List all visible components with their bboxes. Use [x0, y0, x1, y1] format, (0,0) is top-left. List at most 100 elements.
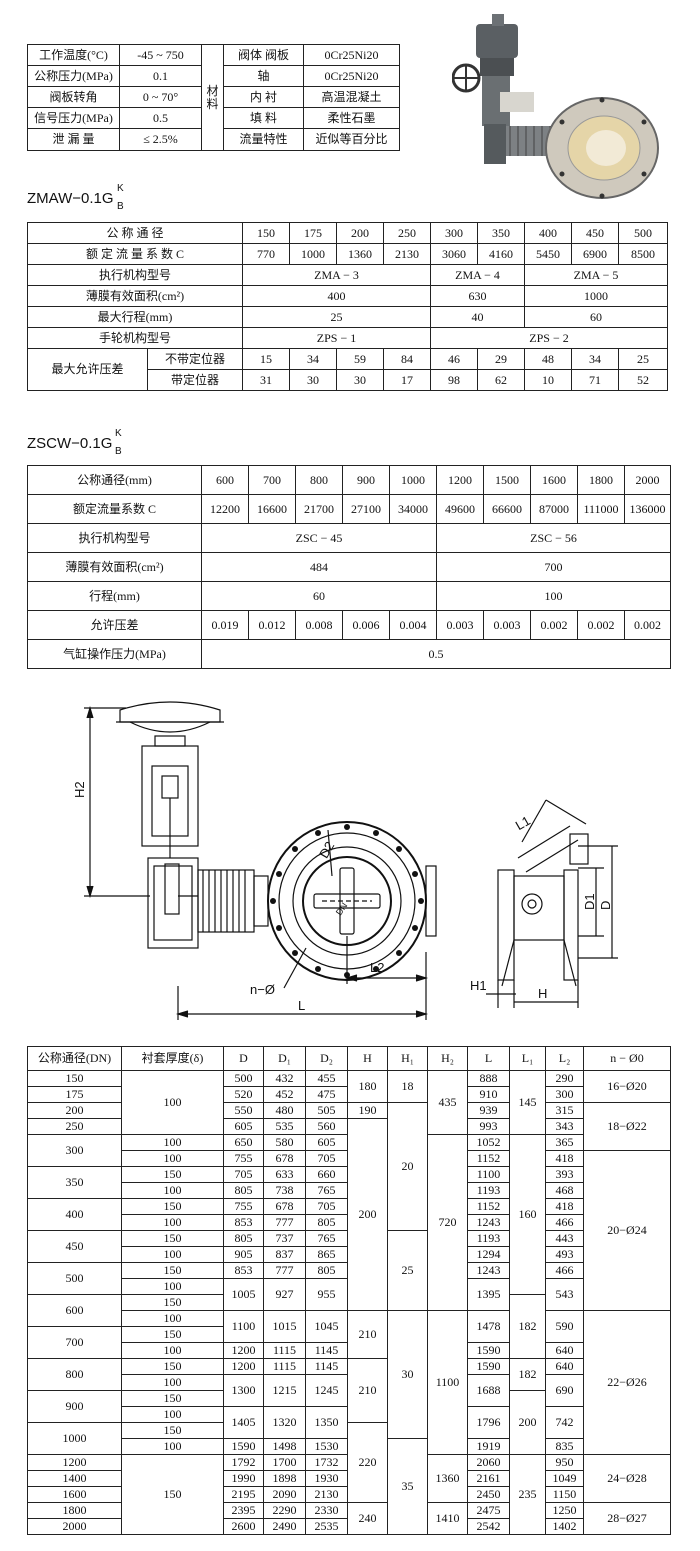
l-cell: 1152 [467, 1198, 510, 1215]
d1-cell: 580 [263, 1134, 306, 1151]
cell: 770 [242, 243, 291, 265]
l-cell: 1052 [467, 1134, 510, 1151]
spec-value: 高温混凝土 [303, 86, 400, 108]
cell: 700 [248, 465, 296, 495]
dn-cell: 200 [27, 1102, 122, 1119]
d1-cell: 777 [263, 1262, 306, 1279]
l2-cell: 443 [545, 1230, 584, 1247]
l-cell: 1243 [467, 1262, 510, 1279]
d2-cell: 765 [305, 1230, 348, 1247]
dn-cell: 1200 [27, 1454, 122, 1471]
column-header: L₁ [509, 1046, 546, 1071]
cell: 0.002 [624, 610, 671, 640]
d-cell: 1405 [223, 1406, 264, 1439]
row-label: 手轮机构型号 [26, 327, 244, 349]
d1-cell: 2090 [263, 1486, 306, 1503]
spec-key: 内 衬 [223, 86, 304, 108]
cell: 16600 [248, 494, 296, 524]
dn-cell: 400 [27, 1198, 122, 1231]
cell: 25 [618, 348, 669, 370]
d2-cell: 1145 [305, 1358, 348, 1375]
cell: 29 [477, 348, 526, 370]
l-cell: 1688 [467, 1374, 510, 1407]
l2-cell: 640 [545, 1342, 584, 1359]
delta-cell: 100 [121, 1246, 224, 1263]
bolt-cell: 16−Ø20 [583, 1070, 671, 1103]
l2-cell: 543 [545, 1278, 584, 1311]
cell: 87000 [530, 494, 578, 524]
dn-cell: 800 [27, 1358, 122, 1391]
cell: ZPS − 1 [242, 327, 432, 349]
cell: 21700 [295, 494, 343, 524]
h-cell: 220 [347, 1422, 388, 1503]
l-cell: 1100 [467, 1166, 510, 1183]
cell: 60 [524, 306, 669, 328]
l2-cell: 290 [545, 1070, 584, 1087]
d-cell: 2195 [223, 1486, 264, 1503]
l2-cell: 418 [545, 1198, 584, 1215]
column-header: D₁ [263, 1046, 306, 1071]
cell: 0.002 [530, 610, 578, 640]
cell: 46 [430, 348, 479, 370]
l1-cell: 160 [509, 1134, 546, 1295]
label-l: L [298, 998, 305, 1013]
cell: 98 [430, 369, 479, 391]
spec-key: 工作温度(°C) [27, 44, 120, 66]
l-cell: 2060 [467, 1454, 510, 1471]
l2-cell: 690 [545, 1374, 584, 1407]
d1-cell: 927 [263, 1278, 306, 1311]
l1-cell: 182 [509, 1358, 546, 1391]
cell: 1000 [524, 285, 669, 307]
cell: 250 [383, 222, 432, 244]
l2-cell: 466 [545, 1214, 584, 1231]
bolt-cell: 18−Ø22 [583, 1102, 671, 1151]
cell: ZMA − 3 [242, 264, 432, 286]
d2-cell: 865 [305, 1246, 348, 1263]
spec-value: 0Cr25Ni20 [303, 65, 400, 87]
bolt-cell: 20−Ø24 [583, 1150, 671, 1311]
d-cell: 805 [223, 1182, 264, 1199]
d-cell: 1200 [223, 1342, 264, 1359]
cell: 84 [383, 348, 432, 370]
spec-key: 轴 [223, 65, 304, 87]
column-header: 公称通径(DN) [27, 1046, 122, 1071]
h1-cell: 18 [387, 1070, 428, 1103]
row-label: 带定位器 [146, 369, 244, 391]
dn-cell: 1000 [27, 1422, 122, 1455]
row-label: 行程(mm) [27, 581, 202, 611]
cell: 60 [201, 581, 437, 611]
cell: 500 [618, 222, 669, 244]
cell: 400 [524, 222, 573, 244]
d1-cell: 452 [263, 1086, 306, 1103]
cell: 0.003 [436, 610, 484, 640]
label-h2: H2 [72, 781, 87, 798]
l2-cell: 1402 [545, 1518, 584, 1535]
spec-value: 0Cr25Ni20 [303, 44, 400, 66]
d1-cell: 2490 [263, 1518, 306, 1535]
dn-cell: 500 [27, 1262, 122, 1295]
d2-cell: 475 [305, 1086, 348, 1103]
cell: 30 [289, 369, 338, 391]
cell: 40 [430, 306, 526, 328]
cell: 0.002 [577, 610, 625, 640]
cell: 8500 [618, 243, 669, 265]
spec-key: 流量特性 [223, 128, 304, 151]
h1-cell: 30 [387, 1310, 428, 1439]
row-label: 执行机构型号 [26, 264, 244, 286]
bolt-cell: 22−Ø26 [583, 1310, 671, 1455]
delta-cell: 150 [121, 1326, 224, 1343]
d2-cell: 1245 [305, 1374, 348, 1407]
d-cell: 2600 [223, 1518, 264, 1535]
dn-cell: 250 [27, 1118, 122, 1135]
label-d: D [598, 901, 613, 910]
l2-cell: 343 [545, 1118, 584, 1135]
d1-cell: 837 [263, 1246, 306, 1263]
cell: ZMA − 4 [430, 264, 526, 286]
h2-cell: 720 [427, 1134, 468, 1311]
column-header: D₂ [305, 1046, 348, 1071]
